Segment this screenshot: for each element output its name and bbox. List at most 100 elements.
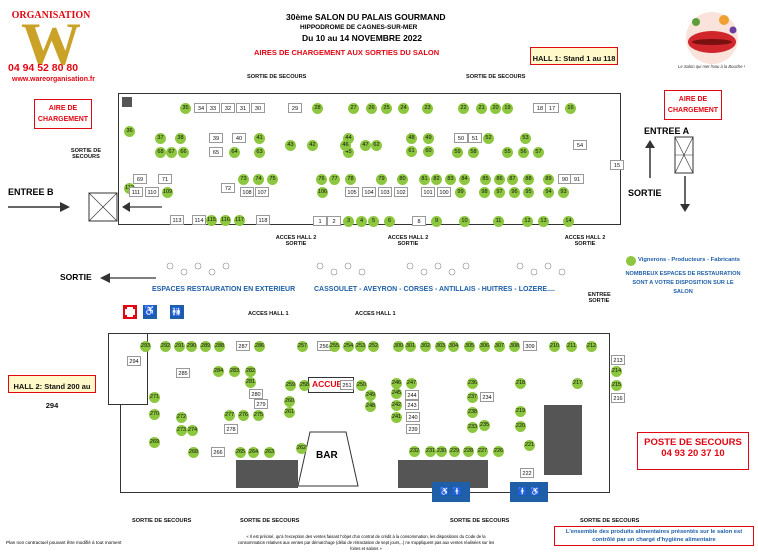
hall1-stand-40: 40 — [232, 133, 246, 143]
hall1-stand-56: 56 — [518, 147, 529, 158]
hall1-stand-8: 8 — [412, 216, 426, 226]
hall1-stand-59: 59 — [452, 147, 463, 158]
hall2-stand-291: 291 — [174, 341, 185, 352]
entree-sortie-h2: ENTREE SORTIE — [588, 292, 611, 304]
hall1-stand-24: 24 — [398, 103, 409, 114]
entrance-door-icon — [674, 136, 694, 174]
hall1-stand-30: 30 — [251, 103, 265, 113]
hall2-stand-227: 227 — [477, 446, 488, 457]
hall1-stand-4: 4 — [356, 216, 367, 227]
hall1-stand-64: 64 — [229, 147, 240, 158]
hall1-stand-48: 48 — [406, 133, 417, 144]
hall2-stand-234: 234 — [480, 392, 494, 402]
title-subtitle: AIRES DE CHARGEMENT AUX SORTIES DU SALON — [254, 48, 440, 57]
hall1-stand-68: 68 — [155, 147, 166, 158]
hall1-stand-77: 77 — [329, 174, 340, 185]
hall1-badge: HALL 1: Stand 1 au 118 — [530, 47, 618, 65]
hall1-stand-58: 58 — [468, 147, 479, 158]
bar-area — [297, 431, 359, 487]
hall2-stand-273: 273 — [176, 425, 187, 436]
hall2-stand-290: 290 — [186, 341, 197, 352]
logo-phone: 04 94 52 80 80 — [8, 62, 79, 74]
hall1-stand-17: 17 — [545, 103, 559, 113]
hall1-stand-83: 83 — [445, 174, 456, 185]
hall1-stand-16: 16 — [565, 103, 576, 114]
hall2-stand-300: 300 — [393, 341, 404, 352]
hall2-stand-250: 250 — [356, 380, 367, 391]
hall2-stand-246: 246 — [391, 378, 402, 389]
logo-mark: ORGANISATION W — [12, 10, 91, 77]
hall2-stand-214: 214 — [611, 366, 622, 377]
hall2-stand-264: 264 — [248, 447, 259, 458]
entree-a-door[interactable] — [674, 136, 694, 174]
hall1-stand-11: 11 — [493, 216, 504, 227]
hall2-stand-262: 262 — [296, 443, 307, 454]
hall1-stand-32: 32 — [221, 103, 235, 113]
aire-left-text: AIRE DE CHARGEMENT — [37, 105, 89, 123]
legend-vignerons: Vignerons - Producteurs - Fabricants — [638, 257, 741, 263]
hall1-stand-113: 113 — [170, 215, 184, 225]
hall1-stand-3: 3 — [343, 216, 354, 227]
hall2-stand-229: 229 — [449, 446, 460, 457]
hall2-stand-221: 221 — [524, 440, 535, 451]
entree-b-door[interactable] — [88, 192, 118, 222]
hall2-stand-242: 242 — [391, 400, 402, 411]
accueil-label: ACCUEIL — [312, 379, 350, 389]
hall1-stand-54: 54 — [573, 140, 587, 150]
arrow-down-icon — [680, 176, 690, 212]
hall2-stand-212: 212 — [586, 341, 597, 352]
legend-green-dot — [626, 256, 636, 266]
hall1-stand-2: 2 — [327, 216, 341, 226]
hall2-stand-237: 237 — [467, 392, 478, 403]
arrow-left-icon — [100, 273, 156, 283]
hall1-stand-53: 53 — [520, 133, 531, 144]
hall1-stand-27: 27 — [348, 103, 359, 114]
hall2-stand-271: 271 — [149, 392, 160, 403]
hall2-stand-254: 254 — [343, 341, 354, 352]
h2-exit-2: SORTIE DE SECOURS — [240, 518, 300, 524]
h2-exit-3: SORTIE DE SECOURS — [450, 518, 510, 524]
espaces-exterieur-label: ESPACES RESTAURATION EN EXTERIEUR — [152, 286, 296, 293]
hall2-stand-248: 248 — [365, 401, 376, 412]
hall1-stand-1: 1 — [313, 216, 327, 226]
hall2-stand-263: 263 — [264, 447, 275, 458]
hall2-stand-269: 269 — [149, 437, 160, 448]
hall1-corner-block — [122, 97, 132, 107]
title-line3: Du 10 au 14 NOVEMBRE 2022 — [302, 33, 422, 43]
legend-restau: NOMBREUX ESPACES DE RESTAURATION SONT A … — [625, 271, 741, 295]
hall1-stand-99: 99 — [455, 187, 466, 198]
hall2-stand-305: 305 — [464, 341, 475, 352]
hall2-stand-302: 302 — [420, 341, 431, 352]
hall1-stand-12: 12 — [522, 216, 533, 227]
sortie-mid-label: SORTIE — [60, 272, 92, 282]
logo-brand: ORGANISATION — [12, 10, 91, 21]
hall2-stand-239: 239 — [406, 424, 420, 434]
hall2-stand-289: 289 — [200, 341, 211, 352]
hall2-stand-233: 233 — [467, 422, 478, 433]
hall1-stand-33: 33 — [206, 103, 220, 113]
wc-icon-1: ♿ 🚹 — [432, 482, 470, 502]
hall2-badge-text: HALL 2: Stand 200 au 294 — [13, 382, 91, 410]
hall2-stand-308: 308 — [509, 341, 520, 352]
hall2-stand-284: 284 — [213, 366, 224, 377]
hall1-stand-37: 37 — [155, 133, 166, 144]
hall1-stand-110: 110 — [145, 187, 159, 197]
logo-url: www.wareorganisation.fr — [12, 76, 95, 83]
hall1-stand-101: 101 — [421, 187, 435, 197]
hall1-stand-73: 73 — [238, 174, 249, 185]
h1-exit-top-2: SORTIE DE SECOURS — [466, 74, 526, 80]
hall1-stand-116: 116 — [220, 215, 231, 226]
hall1-stand-111: 111 — [129, 187, 143, 197]
first-aid-phone: 04 93 20 37 10 — [661, 448, 725, 459]
hall2-stand-304: 304 — [448, 341, 459, 352]
hall1-stand-41: 41 — [254, 133, 265, 144]
hall1-stand-97: 97 — [494, 187, 505, 198]
hall1-stand-105: 105 — [345, 187, 359, 197]
hall2-stand-220: 220 — [515, 421, 526, 432]
h2-block-left — [236, 460, 298, 488]
acces-hall1-1: ACCES HALL 1 — [248, 311, 289, 317]
hall2-stand-232: 232 — [409, 446, 420, 457]
hall1-stand-107: 107 — [255, 187, 269, 197]
hall2-stand-279: 279 — [254, 399, 268, 409]
hall2-stand-306: 306 — [479, 341, 490, 352]
